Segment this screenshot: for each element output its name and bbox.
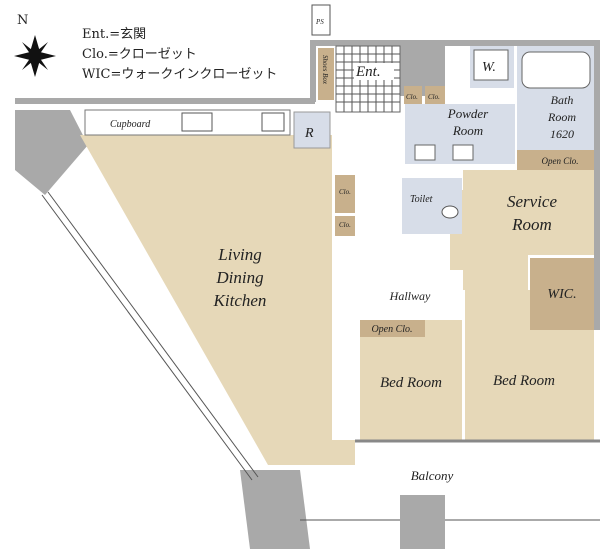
bath-label-3: 1620: [550, 127, 574, 141]
hallway-label: Hallway: [389, 289, 431, 303]
refrigerator-label: R: [304, 126, 314, 141]
sink-icon: [181, 112, 213, 132]
entrance-label: Ent.: [355, 64, 381, 80]
bath-label-2: Room: [547, 110, 576, 124]
legend-clo: Clo.=クローゼット: [82, 47, 197, 62]
closet-a: [404, 86, 422, 104]
bath-label-1: Bath: [551, 93, 574, 107]
hall-closet-2-label: Clo.: [339, 221, 351, 229]
closet-a-label: Clo.: [406, 93, 418, 101]
ldk-label-2: Dining: [215, 268, 263, 287]
toilet-label: Toilet: [410, 194, 433, 205]
compass-icon: [14, 35, 56, 77]
balcony-column: [400, 495, 445, 549]
powder-room-label-1: Powder: [447, 106, 489, 121]
service-room: [450, 170, 594, 290]
bathtub-icon: [521, 51, 591, 89]
shoes-box: [318, 48, 334, 100]
bedroom-1: [360, 320, 462, 440]
service-room-label-1: Service: [507, 192, 557, 211]
washer-label: W.: [482, 60, 496, 75]
stove-icon: [261, 112, 285, 132]
entrance-label-backing: [354, 63, 394, 80]
cupboard-label: Cupboard: [110, 119, 151, 130]
hall-closet-1: [335, 175, 355, 213]
washbasin-icon: [414, 144, 436, 161]
washer-icon: [473, 49, 509, 81]
service-room-label-2: Room: [511, 215, 552, 234]
washbasin-icon: [452, 144, 474, 161]
legend-wic: WIC=ウォークインクローゼット: [82, 67, 277, 82]
north-label: N: [17, 13, 28, 28]
refrigerator-space: [293, 111, 331, 149]
bedroom-2-label: Bed Room: [493, 373, 555, 389]
ps-label: PS: [315, 18, 324, 26]
open-closet-bed-label: Open Clo.: [371, 324, 412, 335]
toilet-icon: [441, 205, 459, 219]
ps-box: [311, 4, 331, 36]
powder-room-label-2: Room: [452, 123, 483, 138]
balcony-label: Balcony: [411, 468, 454, 483]
ldk-floor: [80, 135, 355, 465]
left-column: [15, 110, 88, 195]
legend-ent: Ent.=玄関: [82, 27, 146, 42]
wic-label: WIC.: [547, 287, 576, 302]
open-closet-service: [517, 150, 594, 170]
hall-closet-2: [335, 216, 355, 236]
bedroom-1-label: Bed Room: [380, 375, 442, 391]
window-line: [41, 191, 259, 481]
hall-closet-1-label: Clo.: [339, 188, 351, 196]
closet-b-label: Clo.: [428, 93, 440, 101]
ldk-label-3: Kitchen: [213, 291, 267, 310]
ldk-label-1: Living: [217, 245, 261, 264]
open-closet-service-label: Open Clo.: [542, 156, 579, 166]
shoes-box-label: Shoes Box: [321, 55, 329, 85]
wic: [530, 258, 594, 330]
bottom-column: [240, 470, 310, 549]
closet-b: [425, 86, 445, 104]
open-closet-bed: [360, 320, 425, 337]
